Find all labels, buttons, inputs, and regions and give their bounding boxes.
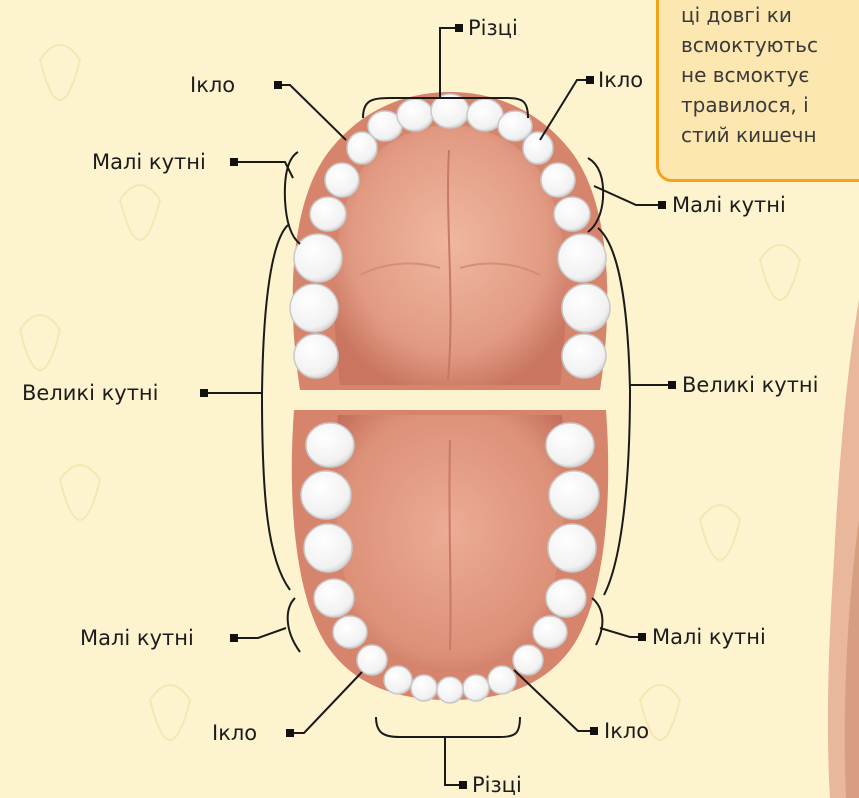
tooth [333, 616, 367, 648]
tooth [431, 94, 469, 128]
label-molars-left: Великі кутні [22, 381, 159, 405]
marker-molars-left [200, 389, 208, 397]
bracket-premolars-bottom-left [288, 598, 300, 652]
label-premolars-bottom-left: Малі кутні [80, 626, 194, 650]
marker-incisors-bottom [459, 781, 467, 789]
bracket-premolars-bottom-right [592, 598, 602, 645]
marker-canine-top-left [274, 81, 282, 89]
label-premolars-top-right: Малі кутні [672, 193, 786, 217]
tooth [314, 579, 354, 617]
tooth [513, 645, 543, 675]
bracket-incisors-bottom [376, 717, 520, 737]
tooth [347, 132, 377, 164]
marker-premolars-bottom-right [638, 633, 646, 641]
leader-canine-top-left [278, 85, 346, 140]
note-line: стий кишечн [681, 123, 817, 147]
label-canine-bottom-left: Ікло [212, 721, 257, 745]
tooth [384, 666, 412, 694]
leader-incisors-bottom [445, 737, 460, 785]
tooth [304, 524, 352, 572]
leader-incisors-top [440, 28, 456, 98]
tooth [523, 132, 553, 164]
tooth [290, 284, 338, 332]
note-line: всмоктуютьс [681, 33, 818, 57]
tooth [437, 677, 463, 703]
note-line: не всмоктує [681, 63, 809, 87]
tooth [411, 675, 437, 701]
tooth [558, 234, 606, 282]
label-molars-right: Великі кутні [682, 373, 819, 397]
tooth [325, 163, 359, 197]
marker-premolars-top-left [230, 158, 238, 166]
tooth [306, 423, 354, 467]
tooth [533, 616, 567, 648]
marker-canine-top-right [586, 76, 594, 84]
tooth [294, 234, 342, 282]
upper-jaw [293, 92, 608, 390]
label-canine-bottom-right: Ікло [604, 719, 649, 743]
marker-molars-right [668, 381, 676, 389]
bracket-molars-left [262, 225, 290, 590]
note-line: ці довгі ки [681, 3, 792, 27]
tooth [541, 163, 575, 197]
tooth [546, 579, 586, 617]
leader-premolars-top-left [236, 162, 293, 178]
tooth [357, 645, 387, 675]
tooth [554, 197, 590, 231]
tooth [301, 471, 351, 519]
marker-canine-bottom-right [590, 727, 598, 735]
tooth [310, 197, 346, 231]
label-premolars-top-left: Малі кутні [92, 150, 206, 174]
label-incisors-bottom: Різці [472, 773, 522, 797]
marker-canine-bottom-left [286, 729, 294, 737]
tooth [463, 675, 489, 701]
tongue-midline [449, 440, 450, 650]
label-canine-top-left: Ікло [190, 73, 235, 97]
tooth [546, 423, 594, 467]
label-canine-top-right: Ікло [598, 68, 643, 92]
marker-premolars-top-right [658, 201, 666, 209]
tooth [294, 334, 338, 378]
label-premolars-bottom-right: Малі кутні [652, 625, 766, 649]
tooth [397, 99, 433, 131]
tooth [548, 524, 596, 572]
label-incisors-top: Різці [468, 16, 518, 40]
tooth [562, 284, 610, 332]
tooth [549, 471, 599, 519]
note-line: травилося, і [681, 93, 809, 117]
leader-premolars-bottom-left [235, 628, 286, 638]
marker-incisors-top [455, 24, 463, 32]
marker-premolars-bottom-left [230, 634, 238, 642]
tooth [562, 334, 606, 378]
leader-canine-bottom-left [290, 672, 362, 733]
leader-premolars-bottom-right [600, 628, 640, 637]
note-box: ці довгі ки всмоктуютьс не всмоктує трав… [656, 0, 859, 182]
tooth [488, 666, 516, 694]
